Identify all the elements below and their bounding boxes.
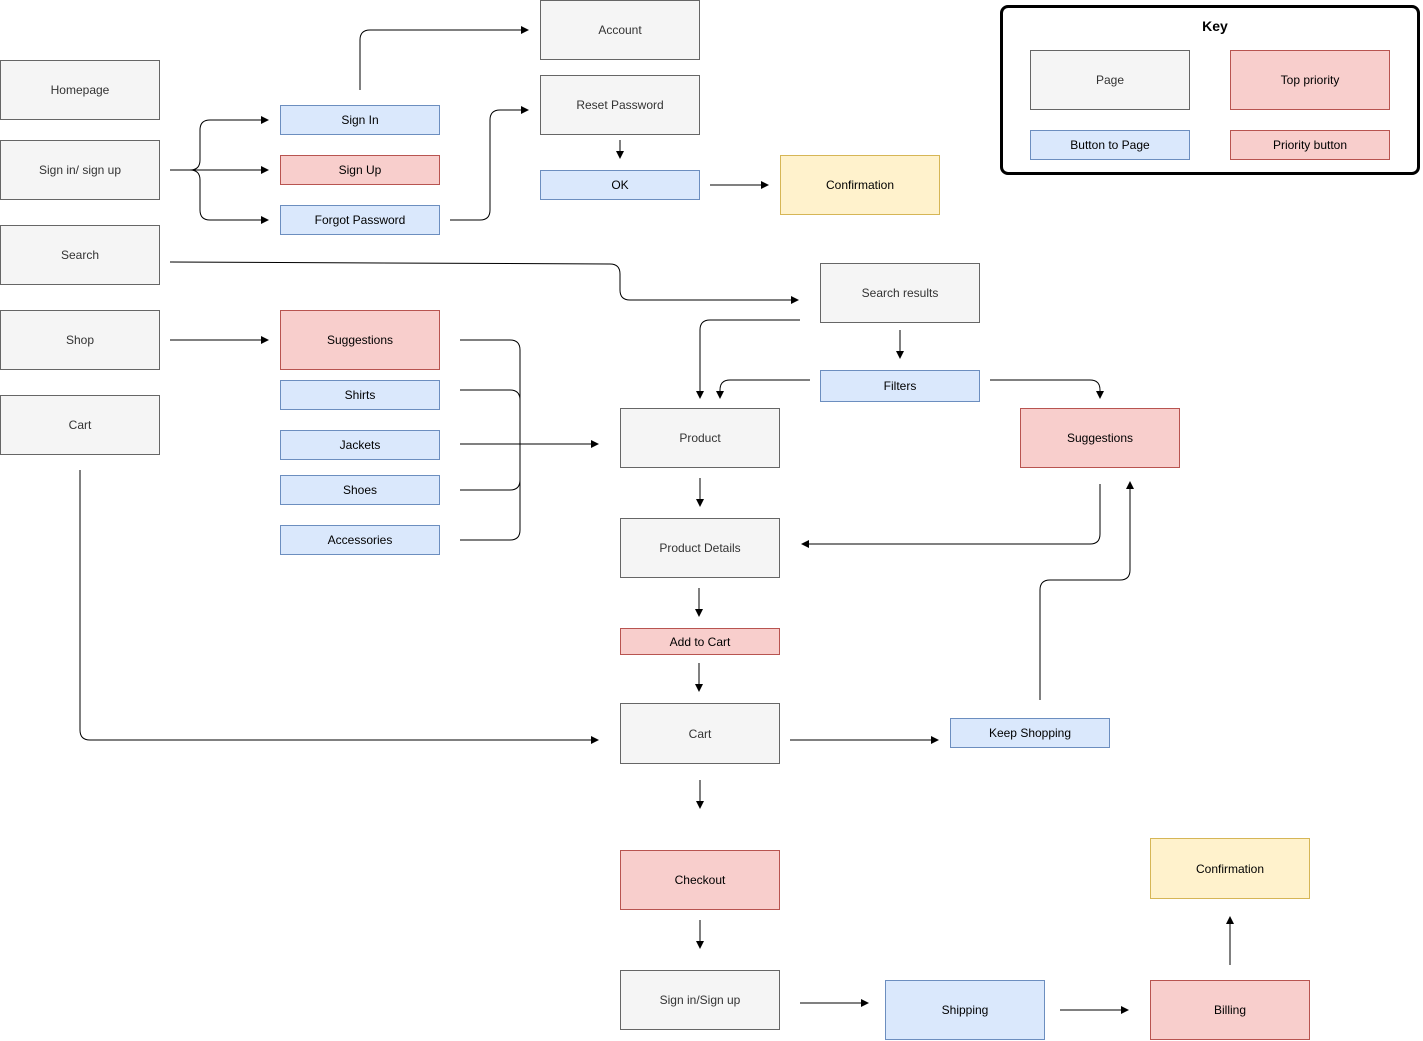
cart-node: Cart [620,703,780,764]
sign-in-button-node: Sign In [280,105,440,135]
arrow-nav-cart-to-cart [79,470,599,744]
checkout-signin-node: Sign in/Sign up [620,970,780,1030]
line-shirts-merge [460,389,521,491]
checkout-confirmation-node: Confirmation [1150,838,1310,899]
keep-shopping-button-node: Keep Shopping [950,718,1110,748]
key-title: Key [1202,18,1228,34]
arrow-to-reset-password [450,106,529,221]
arrow-filters-to-suggestions [990,379,1104,399]
arrow-to-forgot-password [170,169,269,224]
add-to-cart-button-node: Add to Cart [620,628,780,655]
arrow-to-search-results [169,261,799,304]
search-suggestions-node: Suggestions [1020,408,1180,468]
key-page: Page [1030,50,1190,110]
product-details-node: Product Details [620,518,780,578]
reset-password-node: Reset Password [540,75,700,135]
ok-button-node: OK [540,170,700,200]
arrow-filters-to-product [716,379,810,399]
product-node: Product [620,408,780,468]
shipping-node: Shipping [885,980,1045,1040]
key-top-priority: Top priority [1230,50,1390,110]
line-suggestions-merge [460,339,521,541]
jackets-button-node: Jackets [280,430,440,460]
auth-confirmation-node: Confirmation [780,155,940,215]
arrow-search-to-product [696,319,800,399]
arrow-to-sign-in [170,116,269,171]
shoes-button-node: Shoes [280,475,440,505]
key-priority-button: Priority button [1230,130,1390,160]
forgot-password-button-node: Forgot Password [280,205,440,235]
arrow-to-account [359,26,529,90]
key-button-to-page: Button to Page [1030,130,1190,160]
accessories-button-node: Accessories [280,525,440,555]
search-results-node: Search results [820,263,980,323]
checkout-node: Checkout [620,850,780,910]
arrow-suggestions-to-details [801,484,1101,548]
cart-nav-node: Cart [0,395,160,455]
shop-node: Shop [0,310,160,370]
search-node: Search [0,225,160,285]
account-node: Account [540,0,700,60]
shirts-button-node: Shirts [280,380,440,410]
arrow-keep-shopping-to-suggestions [1039,481,1134,700]
signin-signup-node: Sign in/ sign up [0,140,160,200]
billing-node: Billing [1150,980,1310,1040]
shop-suggestions-node: Suggestions [280,310,440,370]
filters-button-node: Filters [820,370,980,402]
homepage-node: Homepage [0,60,160,120]
sign-up-button-node: Sign Up [280,155,440,185]
